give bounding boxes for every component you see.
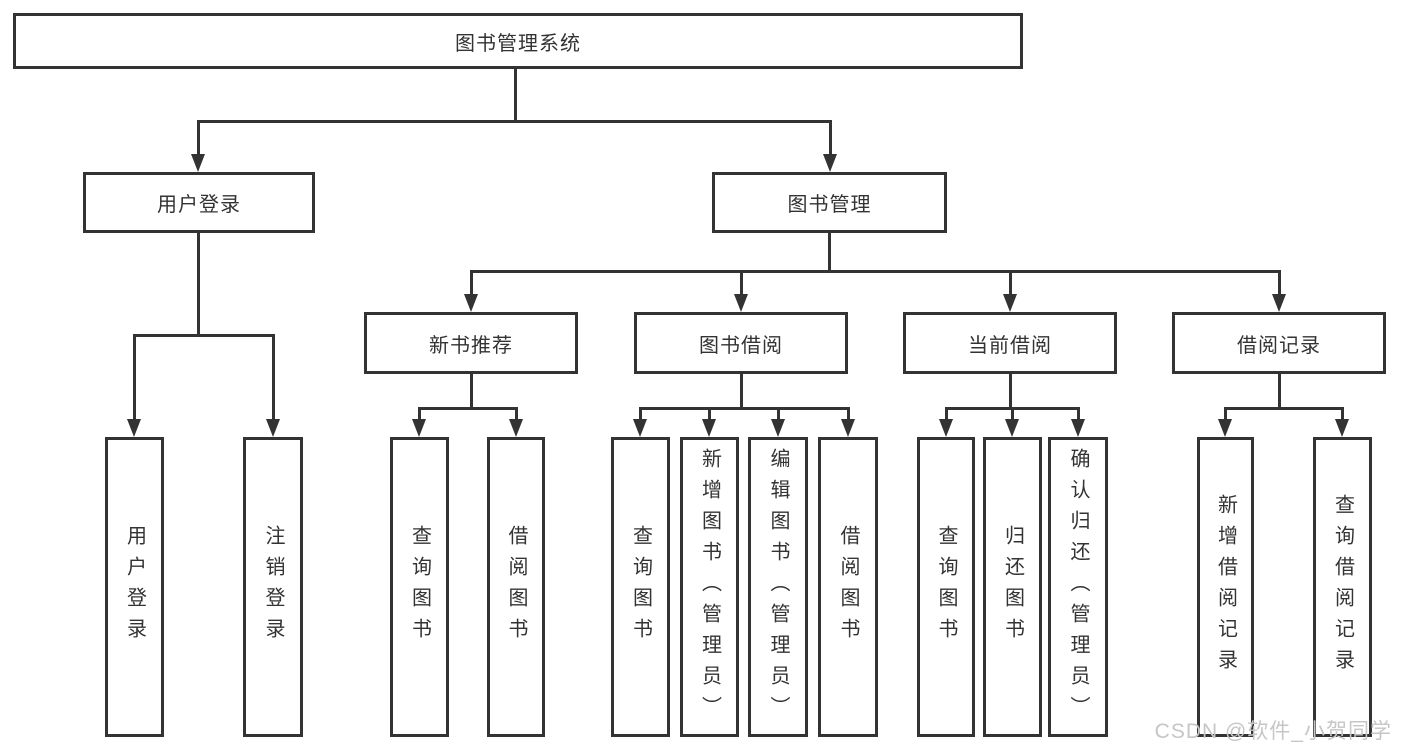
connector-line [470, 270, 473, 296]
connector-line [515, 407, 518, 421]
arrow-down-icon [633, 419, 647, 437]
connector-line [945, 407, 948, 421]
leaf-borrow-books-2: 借阅图书 [818, 437, 878, 737]
connector-line [418, 407, 518, 410]
leaf-query-borrow-record: 查询借阅记录 [1313, 437, 1372, 737]
arrow-down-icon [702, 419, 716, 437]
connector-line [828, 233, 831, 273]
connector-line [1224, 407, 1227, 421]
node-root-label: 图书管理系统 [455, 32, 581, 55]
node-book-management-label: 图书管理 [787, 194, 872, 216]
connector-line [1011, 407, 1014, 421]
connector-line [1341, 407, 1344, 421]
connector-line [1278, 374, 1281, 410]
leaf-query-books-1: 查询图书 [390, 437, 449, 737]
arrow-down-icon [1218, 419, 1232, 437]
arrow-down-icon [1003, 294, 1017, 312]
leaf-user-login-label: 用户登录 [123, 525, 146, 649]
node-current-borrow: 当前借阅 [903, 312, 1117, 374]
connector-line [272, 334, 275, 420]
connector-line [777, 407, 780, 421]
leaf-borrow-books-1: 借阅图书 [487, 437, 545, 737]
arrow-down-icon [1335, 419, 1349, 437]
leaf-logout: 注销登录 [243, 437, 303, 737]
node-borrow-records: 借阅记录 [1172, 312, 1386, 374]
connector-line [829, 120, 832, 155]
connector-line [740, 270, 743, 296]
connector-line [639, 407, 642, 421]
leaf-return-books-label: 归还图书 [1001, 525, 1024, 649]
connector-line [470, 374, 473, 410]
connector-line [1077, 407, 1080, 421]
connector-line [133, 334, 136, 420]
arrow-down-icon [464, 294, 478, 312]
node-book-management: 图书管理 [712, 172, 947, 233]
leaf-query-borrow-record-label: 查询借阅记录 [1331, 494, 1354, 680]
connector-line [708, 407, 711, 421]
arrow-down-icon [823, 154, 837, 172]
node-current-borrow-label: 当前借阅 [968, 334, 1052, 357]
leaf-confirm-return-admin: 确认归还（管理员） [1048, 437, 1108, 737]
leaf-user-login: 用户登录 [105, 437, 164, 737]
leaf-query-books-3-label: 查询图书 [935, 525, 957, 649]
leaf-confirm-return-admin-label: 确认归还（管理员） [1067, 447, 1089, 727]
leaf-query-books-1-label: 查询图书 [408, 525, 431, 649]
connector-line [1224, 407, 1344, 410]
csdn-watermark: CSDN @软件_小贺同学 [1154, 720, 1392, 743]
node-new-book-recommend-label: 新书推荐 [429, 334, 513, 357]
leaf-borrow-books-2-label: 借阅图书 [837, 525, 859, 649]
arrow-down-icon [509, 419, 523, 437]
connector-line [197, 233, 200, 337]
leaf-query-books-3: 查询图书 [917, 437, 975, 737]
arrow-down-icon [1005, 419, 1019, 437]
node-new-book-recommend: 新书推荐 [364, 312, 578, 374]
leaf-add-borrow-record-label: 新增借阅记录 [1214, 494, 1237, 680]
leaf-add-books-admin: 新增图书（管理员） [680, 437, 739, 737]
connector-line [1009, 374, 1012, 410]
connector-line [1009, 270, 1012, 296]
connector-line [133, 334, 275, 337]
leaf-add-borrow-record: 新增借阅记录 [1197, 437, 1254, 737]
leaf-add-books-admin-label: 新增图书（管理员） [698, 447, 721, 727]
connector-line [847, 407, 850, 421]
arrow-down-icon [939, 419, 953, 437]
node-book-borrow: 图书借阅 [634, 312, 848, 374]
leaf-query-books-2: 查询图书 [611, 437, 670, 737]
arrow-down-icon [412, 419, 426, 437]
arrow-down-icon [1272, 294, 1286, 312]
connector-line [740, 374, 743, 410]
connector-line [197, 120, 200, 155]
connector-line [1278, 270, 1281, 296]
node-root: 图书管理系统 [13, 13, 1023, 69]
connector-line [418, 407, 421, 421]
leaf-borrow-books-1-label: 借阅图书 [505, 525, 527, 649]
arrow-down-icon [266, 419, 280, 437]
arrow-down-icon [841, 419, 855, 437]
arrow-down-icon [1071, 419, 1085, 437]
arrow-down-icon [127, 419, 141, 437]
node-user-login-label: 用户登录 [157, 194, 241, 216]
leaf-logout-label: 注销登录 [262, 525, 284, 649]
leaf-return-books: 归还图书 [983, 437, 1042, 737]
connector-line [514, 69, 517, 120]
node-user-login: 用户登录 [83, 172, 315, 233]
connector-line [639, 407, 850, 410]
arrow-down-icon [734, 294, 748, 312]
node-borrow-records-label: 借阅记录 [1237, 334, 1321, 357]
leaf-edit-books-admin-label: 编辑图书（管理员） [767, 447, 789, 727]
connector-line [197, 120, 832, 123]
leaf-edit-books-admin: 编辑图书（管理员） [748, 437, 808, 737]
arrow-down-icon [771, 419, 785, 437]
leaf-query-books-2-label: 查询图书 [629, 525, 652, 649]
connector-line [470, 270, 1281, 273]
arrow-down-icon [191, 154, 205, 172]
node-book-borrow-label: 图书借阅 [699, 334, 783, 357]
